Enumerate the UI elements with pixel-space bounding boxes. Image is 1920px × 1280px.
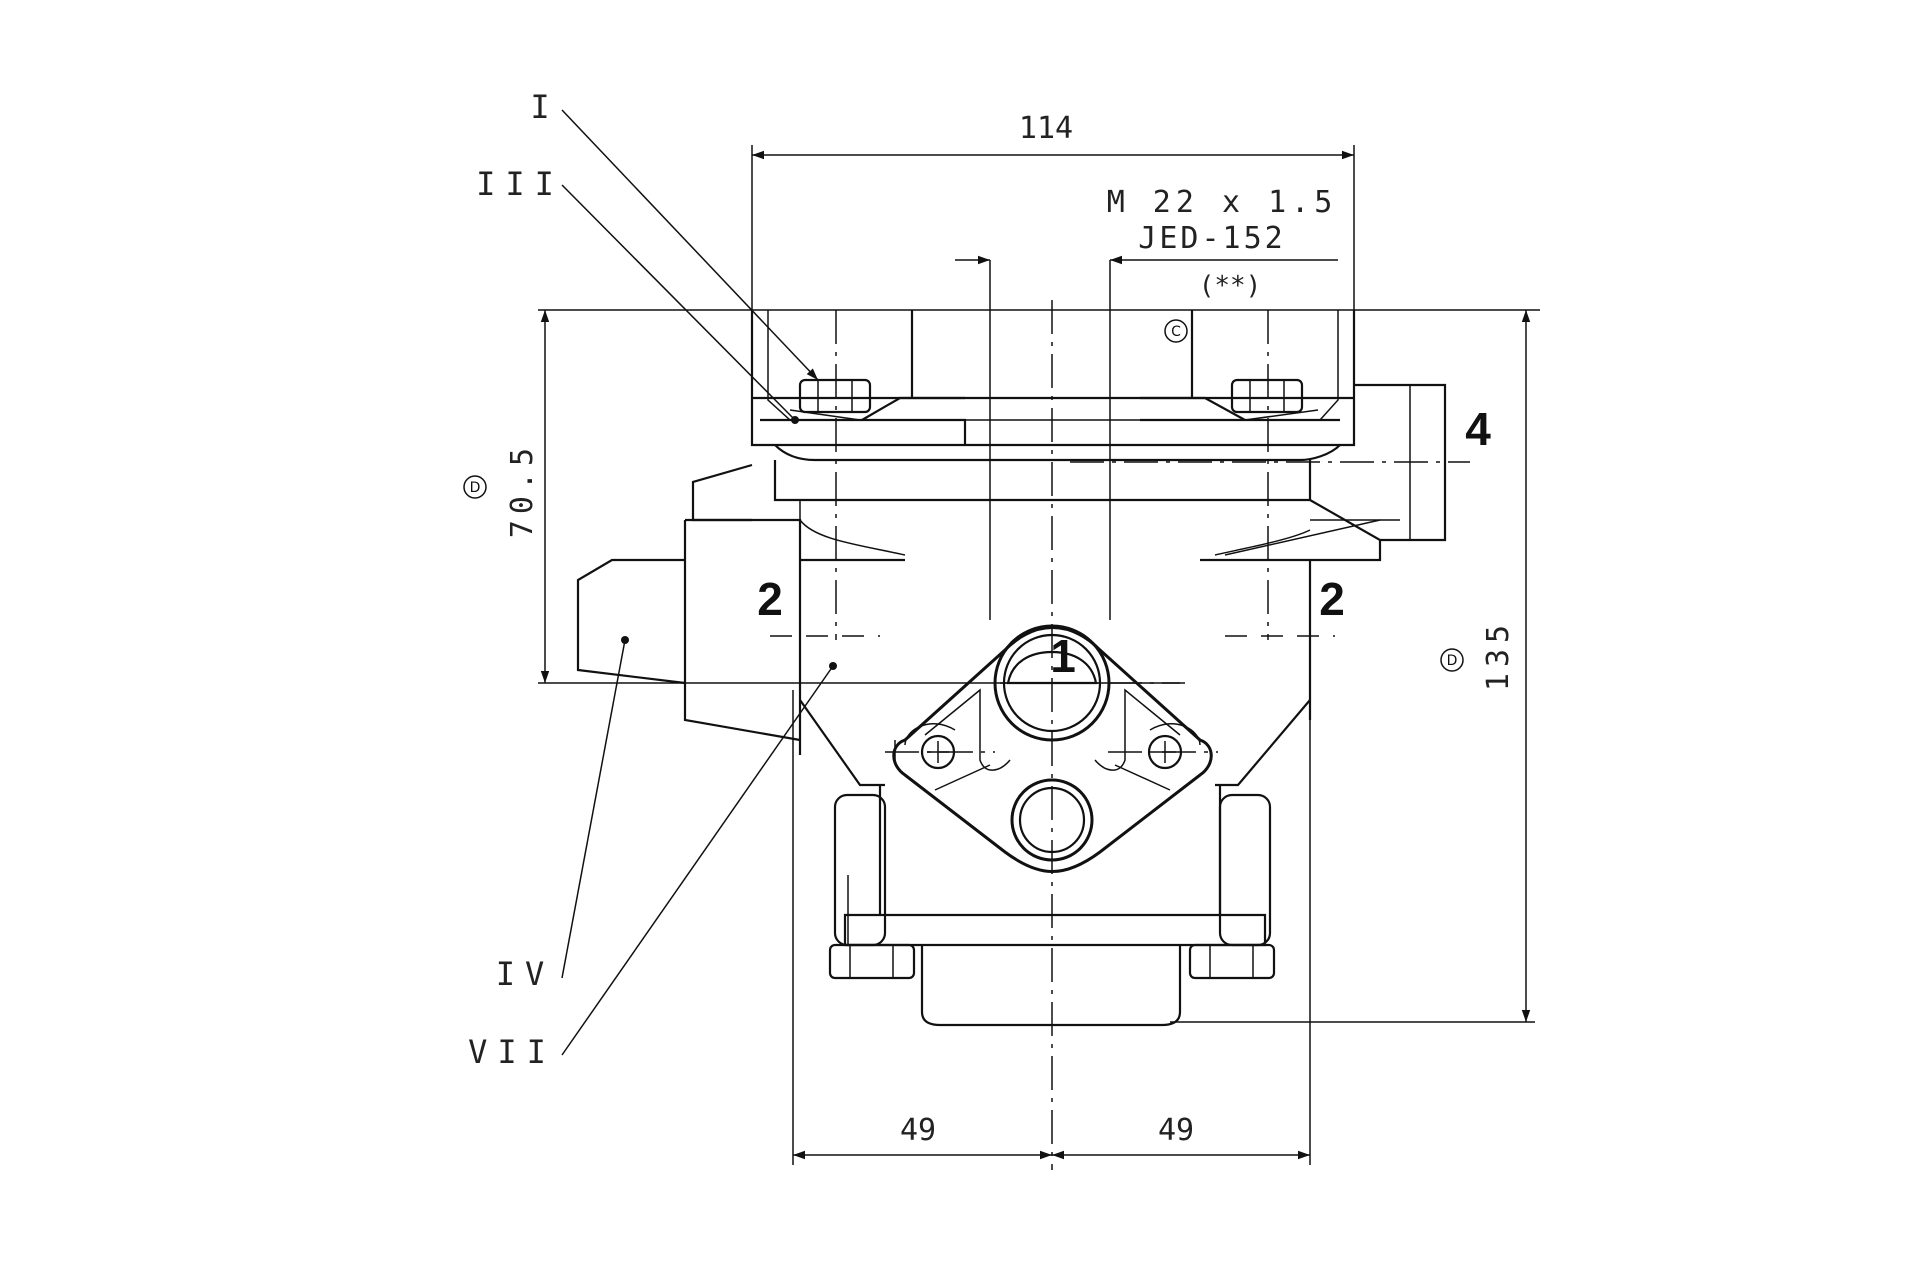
- top-left-bolt: [798, 378, 872, 414]
- dimension-114-label: 114: [1019, 111, 1073, 146]
- callout-III-label: III: [476, 165, 564, 203]
- top-right-bolt: [1230, 378, 1304, 414]
- dimension-70-5-label: 70.5: [505, 442, 540, 538]
- port-4-label: 4: [1465, 403, 1491, 455]
- port-1-flange: [892, 626, 1213, 873]
- thread-standard-label: JED-152: [1138, 221, 1285, 256]
- valve-body: [683, 463, 1312, 947]
- port-1-label: 1: [1050, 630, 1076, 682]
- dimension-marker-left: D: [470, 480, 481, 496]
- callout-I: I: [530, 88, 819, 381]
- dimension-49-right-label: 49: [1158, 1113, 1194, 1148]
- thread-note-label: (**): [1199, 271, 1262, 301]
- copyright-symbol-letter: C: [1171, 324, 1181, 340]
- dimension-135: 135 D: [1170, 310, 1535, 1023]
- dimension-135-label: 135: [1481, 619, 1516, 691]
- callout-IV: IV: [496, 636, 629, 993]
- dimension-49-49: 49 49: [792, 580, 1311, 1165]
- port-1-opening: [993, 624, 1111, 742]
- dimension-70-5: 70.5 D: [463, 309, 1540, 684]
- top-cover: [750, 310, 1356, 502]
- left-side-boss: [576, 558, 686, 685]
- dimension-49-left-label: 49: [900, 1113, 936, 1148]
- dimension-marker-right: D: [1447, 653, 1458, 669]
- port-2-right-label: 2: [1319, 573, 1345, 625]
- center-lines: [835, 300, 1470, 1170]
- callout-IV-label: IV: [496, 955, 555, 993]
- thread-spec: M 22 x 1.5 JED-152 (**): [955, 185, 1338, 620]
- callout-III: III: [476, 165, 799, 424]
- callout-VII-label: VII: [468, 1033, 556, 1071]
- dimension-114: 114: [751, 111, 1355, 445]
- right-foot: [1188, 793, 1276, 980]
- callout-I-label: I: [530, 88, 559, 126]
- lower-port-boss: [1010, 778, 1094, 862]
- flange-bolt-right: [1147, 734, 1183, 770]
- flange-bolt-left: [920, 734, 956, 770]
- control-port-4-housing: [1224, 383, 1447, 562]
- copyright-symbol: C: [1164, 319, 1188, 343]
- left-foot: [828, 793, 916, 980]
- port-2-left-label: 2: [757, 573, 783, 625]
- callout-VII: VII: [468, 662, 837, 1071]
- bottom-cap: [920, 945, 1182, 1027]
- thread-spec-label: M 22 x 1.5: [1107, 185, 1338, 220]
